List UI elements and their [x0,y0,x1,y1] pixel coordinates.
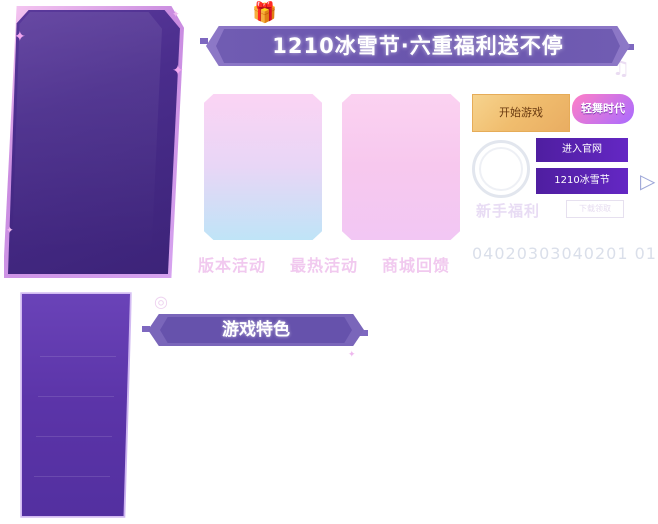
feature-card-divider [38,396,114,397]
qr-ring-inner [479,147,523,191]
banner-title: 1210冰雪节·六重福利送不停 [272,34,564,58]
banner2-pixel-deco [360,330,368,336]
feature-card-divider [36,436,112,437]
tile-hot-activity[interactable] [342,94,460,240]
banner2-pixel-deco [142,326,150,332]
sparkle-icon: ✦ [348,350,356,360]
main-card [8,10,180,274]
ring-decoration-icon: ◎ [154,292,168,311]
sparkle-icon: ✦ [172,63,184,79]
banner-pixel-deco [626,44,634,50]
tab-mall-reward[interactable]: 商城回馈 [382,256,451,275]
play-arrow-icon: ▷ [640,169,656,193]
sparkle-icon: ✦ [172,10,180,20]
newbie-welfare-label: 新手福利 [476,202,541,220]
gift-icon: 🎁 [252,0,277,24]
feature-card-divider [40,356,116,357]
feature-card [22,294,130,516]
tab-hot-activity[interactable]: 最热活动 [290,256,359,275]
sparkle-icon: ✦ [14,29,26,45]
festival-button[interactable]: 1210冰雪节 [536,168,628,194]
official-site-button[interactable]: 进入官网 [536,138,628,162]
section-banner-inner [160,317,352,343]
main-card-shine [12,12,162,252]
tile-version-activity[interactable] [204,94,322,240]
banner-inner [216,29,620,63]
start-game-button[interactable]: 开始游戏 [472,94,570,132]
tab-version-activity[interactable]: 版本活动 [198,256,267,275]
game-logo: 轻舞时代 [572,94,634,124]
feature-card-divider [34,476,110,477]
banner-pixel-deco [200,38,208,44]
sparkle-icon: ✦ [6,226,14,236]
digit-sprite-strip: 04020303040201 01 [472,244,657,263]
qr-ring-frame [472,140,530,198]
download-claim-button[interactable]: 下载领取 [566,200,624,218]
section-title-game-features: 游戏特色 [222,320,290,340]
